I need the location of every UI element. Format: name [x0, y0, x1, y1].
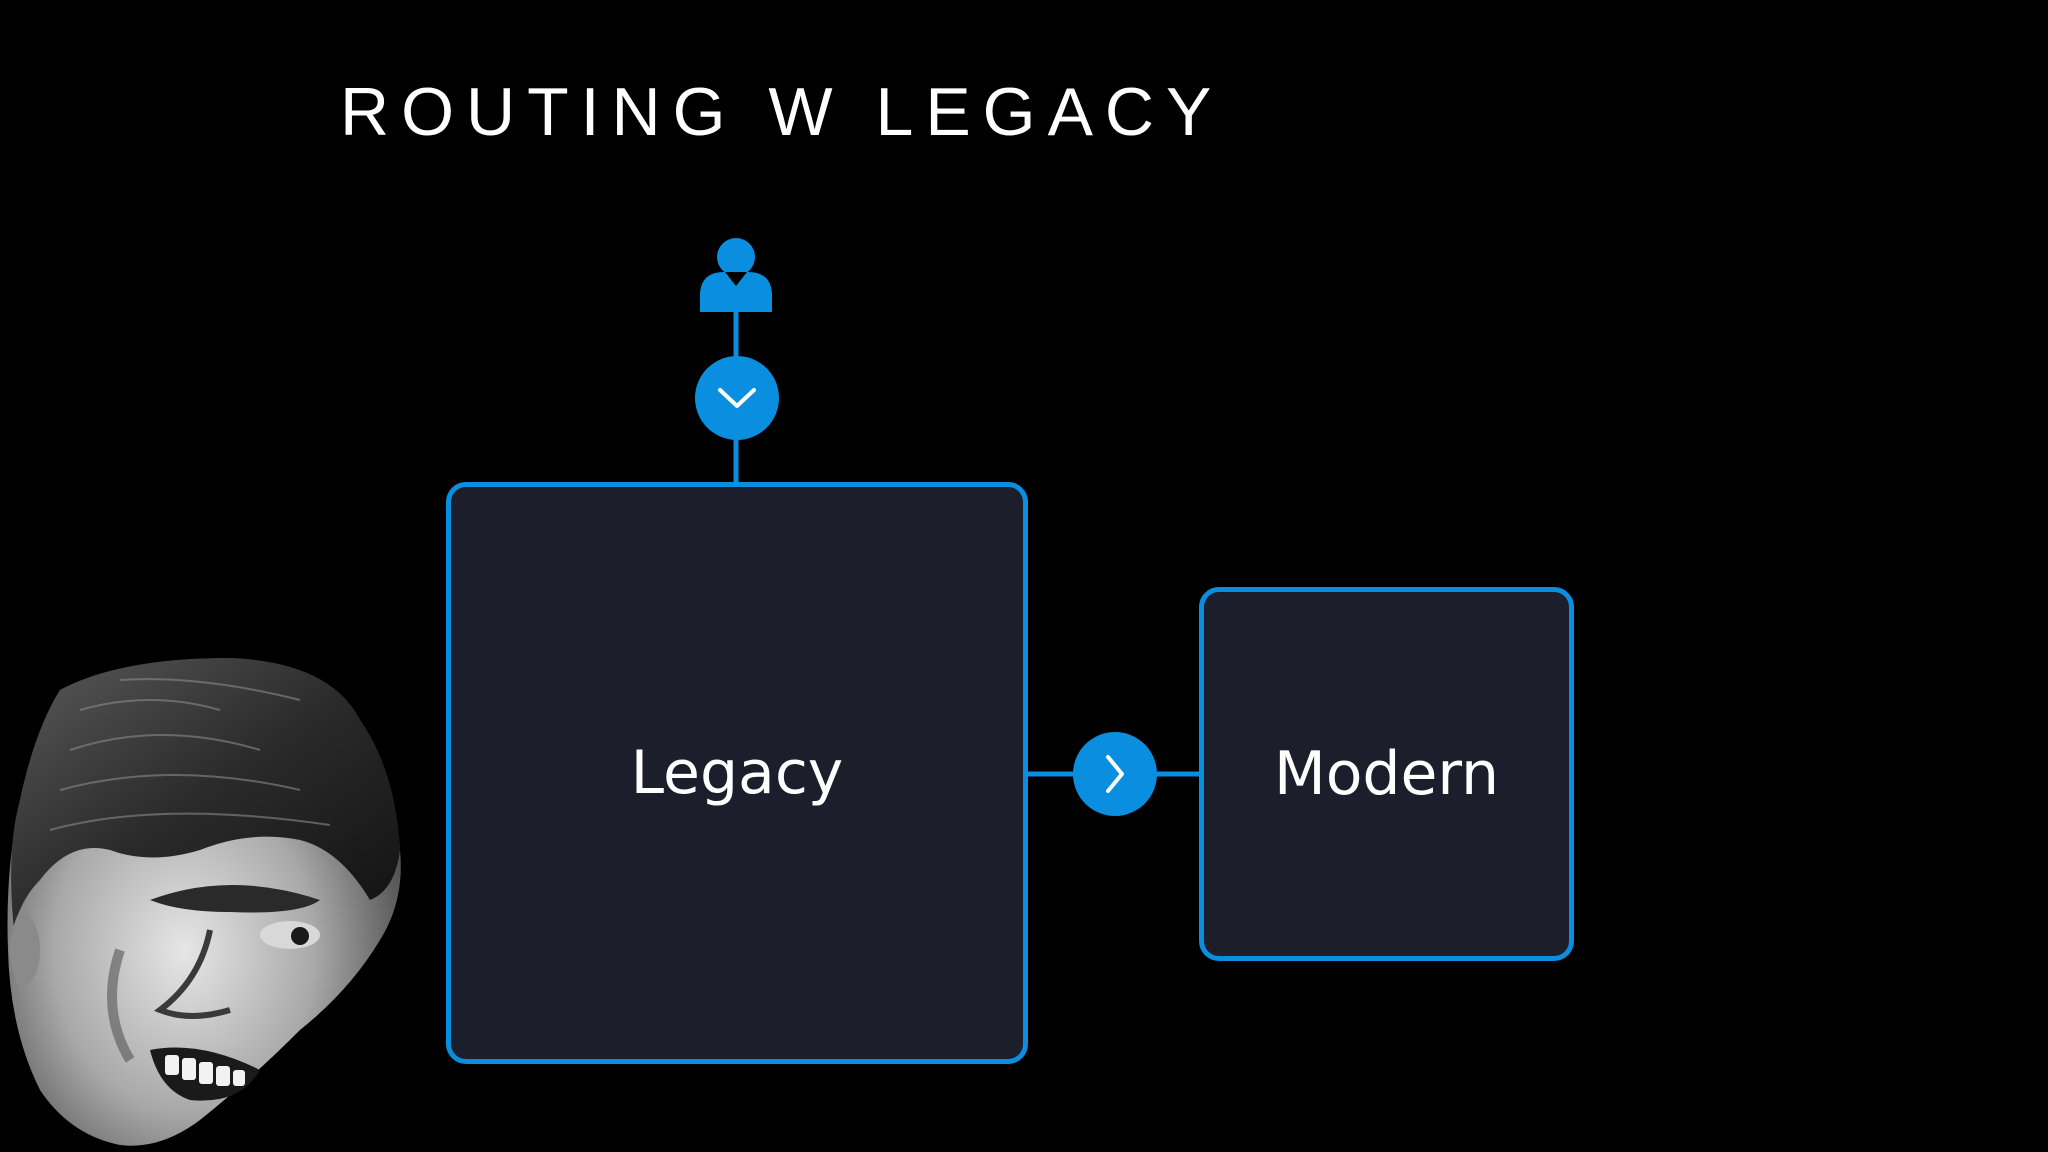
- chevron-right-icon: [1073, 732, 1157, 816]
- chevron-down-icon: [695, 356, 779, 440]
- modern-node: Modern: [1199, 587, 1574, 961]
- slide-title: ROUTING W LEGACY: [340, 74, 1224, 150]
- face-photo: [7, 658, 401, 1146]
- legacy-node: Legacy: [446, 482, 1028, 1064]
- legacy-label: Legacy: [630, 738, 844, 808]
- modern-label: Modern: [1273, 739, 1500, 809]
- user-icon: [700, 238, 772, 312]
